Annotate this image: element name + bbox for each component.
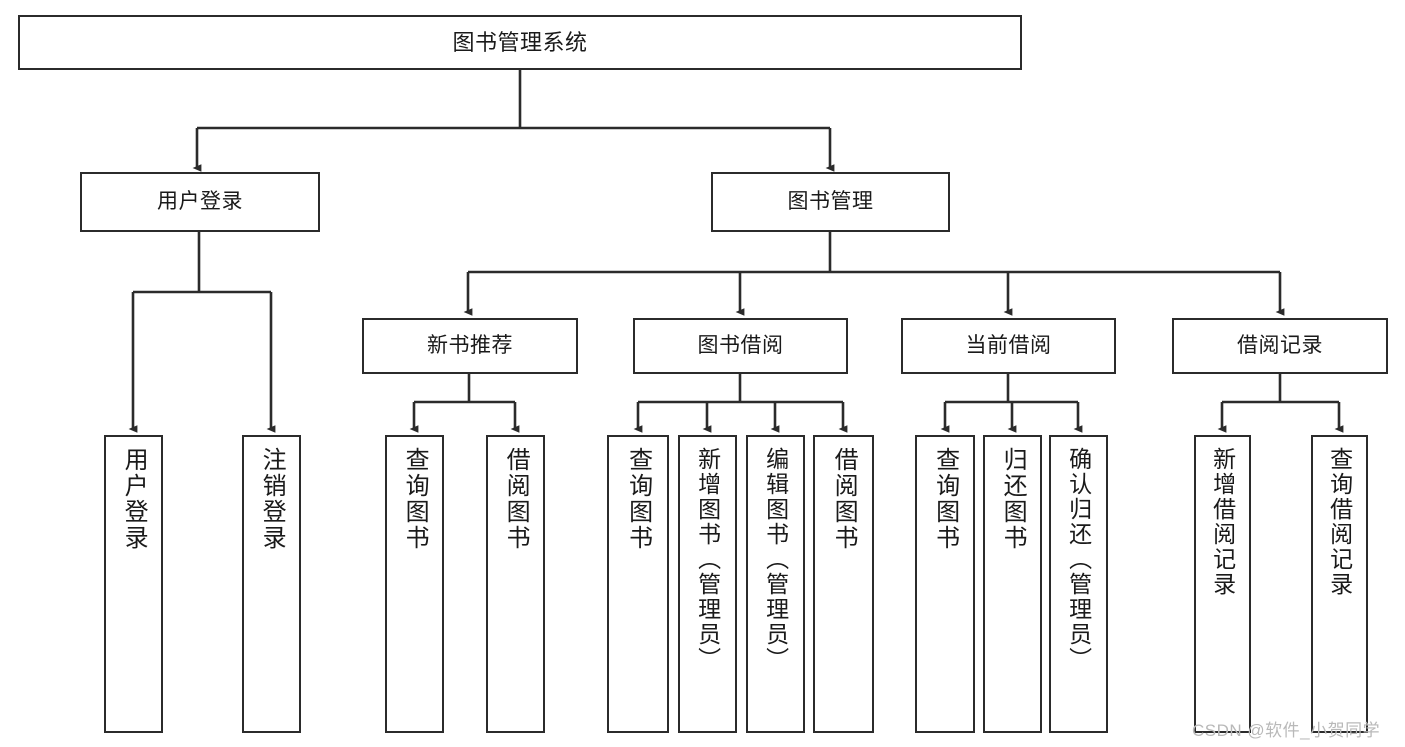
node-root-system-label: 图书管理系统 (452, 29, 588, 55)
leaf-newbook-query-book[interactable]: 查询图书 (385, 435, 444, 733)
leaf-edit-book-admin-label: 编辑图书（管理员） (762, 447, 789, 672)
leaf-add-book-admin-label: 新增图书（管理员） (694, 447, 721, 672)
node-user-login[interactable]: 用户登录 (80, 172, 320, 232)
node-borrow-record[interactable]: 借阅记录 (1172, 318, 1388, 374)
node-current-borrow[interactable]: 当前借阅 (901, 318, 1116, 374)
node-borrow-record-label: 借阅记录 (1237, 333, 1323, 357)
node-current-borrow-label: 当前借阅 (965, 333, 1052, 357)
leaf-newbook-query-book-label: 查询图书 (401, 447, 429, 551)
node-root-system[interactable]: 图书管理系统 (18, 15, 1022, 70)
leaf-borrow-borrow-book-label: 借阅图书 (830, 447, 858, 551)
leaf-borrow-borrow-book[interactable]: 借阅图书 (813, 435, 874, 733)
leaf-logout-label: 注销登录 (258, 447, 286, 551)
node-new-book-recommend-label: 新书推荐 (427, 333, 513, 357)
leaf-borrow-query-book-label: 查询图书 (624, 447, 652, 551)
leaf-add-book-admin[interactable]: 新增图书（管理员） (678, 435, 737, 733)
leaf-query-borrow-record-label: 查询借阅记录 (1326, 447, 1353, 597)
leaf-newbook-borrow-book[interactable]: 借阅图书 (486, 435, 545, 733)
leaf-logout[interactable]: 注销登录 (242, 435, 301, 733)
node-book-borrow[interactable]: 图书借阅 (633, 318, 848, 374)
leaf-return-book-label: 归还图书 (999, 447, 1027, 551)
node-book-management[interactable]: 图书管理 (711, 172, 950, 232)
leaf-borrow-query-book[interactable]: 查询图书 (607, 435, 669, 733)
node-user-login-label: 用户登录 (157, 189, 243, 213)
leaf-query-borrow-record[interactable]: 查询借阅记录 (1311, 435, 1368, 733)
csdn-watermark: CSDN @软件_小贺同学 (1192, 721, 1381, 740)
leaf-confirm-return-admin[interactable]: 确认归还（管理员） (1049, 435, 1108, 733)
leaf-confirm-return-admin-label: 确认归还（管理员） (1065, 447, 1092, 672)
node-book-borrow-label: 图书借阅 (697, 333, 784, 357)
leaf-current-query-book[interactable]: 查询图书 (915, 435, 975, 733)
leaf-user-login-label: 用户登录 (120, 447, 148, 551)
leaf-add-borrow-record[interactable]: 新增借阅记录 (1194, 435, 1251, 733)
node-new-book-recommend[interactable]: 新书推荐 (362, 318, 578, 374)
leaf-current-query-book-label: 查询图书 (931, 447, 959, 551)
leaf-newbook-borrow-book-label: 借阅图书 (502, 447, 530, 551)
leaf-add-borrow-record-label: 新增借阅记录 (1209, 447, 1236, 597)
node-book-management-label: 图书管理 (787, 189, 874, 213)
leaf-user-login[interactable]: 用户登录 (104, 435, 163, 733)
leaf-return-book[interactable]: 归还图书 (983, 435, 1042, 733)
leaf-edit-book-admin[interactable]: 编辑图书（管理员） (746, 435, 805, 733)
